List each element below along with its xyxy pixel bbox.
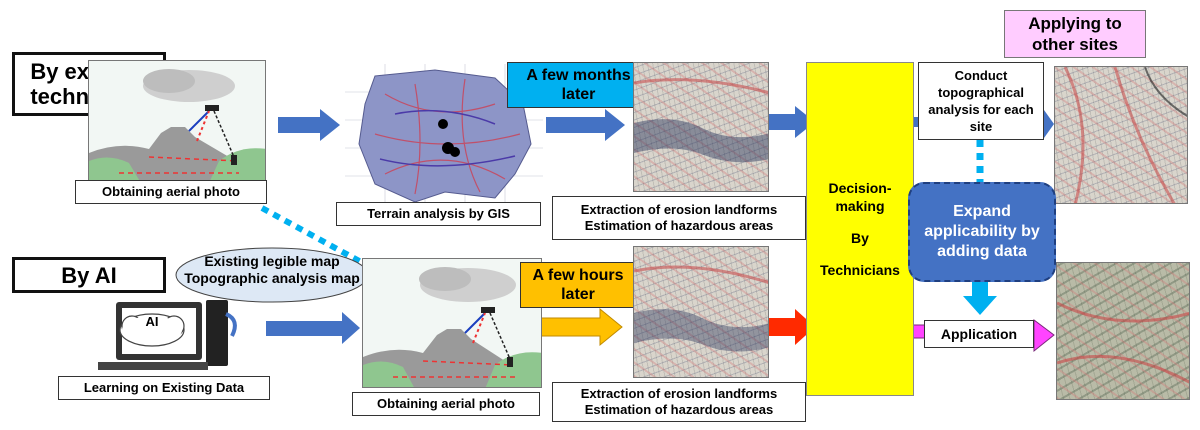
site-analysis-box: Conduct topographical analysis for each … xyxy=(918,62,1044,140)
application-box: Application xyxy=(924,320,1034,348)
top-extraction-caption: Extraction of erosion landforms Estimati… xyxy=(552,196,806,240)
by-ai-label: By AI xyxy=(12,257,166,293)
arrow-down-expand xyxy=(963,282,997,315)
gis-caption: Terrain analysis by GIS xyxy=(336,202,541,226)
erosion-map-image-bottom xyxy=(633,246,769,378)
volcano-illustration-top xyxy=(88,60,266,182)
arrow-bottom-3 xyxy=(765,309,815,345)
learning-caption: Learning on Existing Data xyxy=(58,376,270,400)
arrow-top-1 xyxy=(278,109,340,141)
volcano-illustration-bottom xyxy=(362,258,542,388)
arrow-top-5 xyxy=(1044,110,1054,138)
arrow-top-2 xyxy=(546,109,625,141)
bottom-photo-caption: Obtaining aerial photo xyxy=(352,392,540,416)
other-site-image-top xyxy=(1054,66,1188,204)
bottom-extraction-caption: Extraction of erosion landforms Estimati… xyxy=(552,382,806,422)
ai-computer-illustration: AI xyxy=(98,296,246,372)
expand-applicability-box: Expand applicability by adding data xyxy=(908,182,1056,282)
arrow-bottom-5 xyxy=(1033,319,1055,353)
time-label-hours: A few hours later xyxy=(520,262,636,308)
map-speech-bubble: Existing legible map Topographic analysi… xyxy=(174,246,370,304)
applying-other-sites-label: Applying to other sites xyxy=(1004,10,1146,58)
erosion-map-image-top xyxy=(633,62,769,192)
top-photo-caption: Obtaining aerial photo xyxy=(75,180,267,204)
other-site-image-bottom xyxy=(1056,262,1190,400)
decision-making-box: Decision- making By Technicians xyxy=(806,62,914,396)
ai-cloud-label: AI xyxy=(145,314,159,329)
arrow-bottom-2 xyxy=(539,307,623,347)
arrow-top-3 xyxy=(765,106,815,138)
time-label-months: A few months later xyxy=(507,62,650,108)
dotted-diagonal-connector xyxy=(260,205,374,271)
arrow-bottom-1 xyxy=(266,312,360,344)
